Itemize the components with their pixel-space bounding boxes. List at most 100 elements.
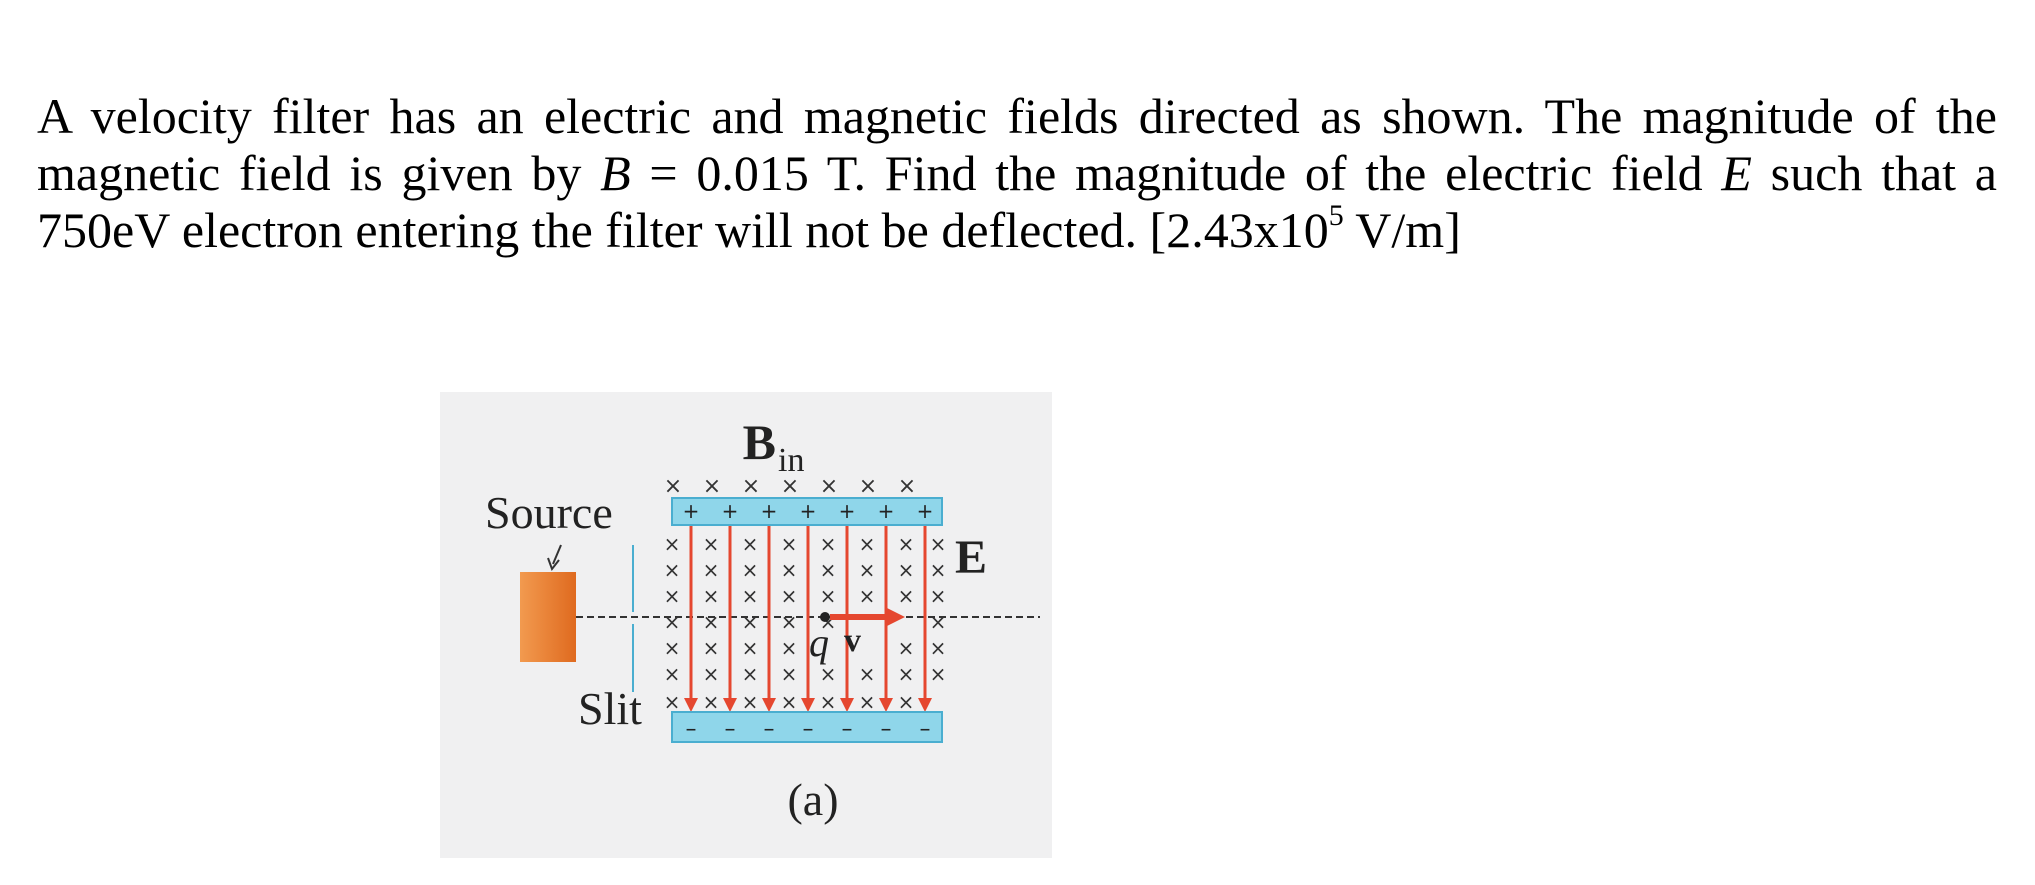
exponent: 5: [1328, 199, 1344, 232]
field-cross: ×: [781, 532, 798, 556]
top-cross: ×: [859, 474, 877, 499]
velocity-filter-figure: B in ××××××× +++++++ Source ××××××××××××…: [440, 392, 1052, 858]
field-cross: ×: [703, 610, 720, 634]
field-line-arrowhead: [762, 698, 776, 712]
field-cross: ×: [820, 662, 837, 686]
field-cross: ×: [742, 610, 759, 634]
source-block: [520, 572, 576, 662]
problem-line-2-part-3: such that a: [1751, 145, 1998, 201]
electric-field-lines: [684, 526, 932, 712]
electric-field-label: E: [955, 531, 987, 584]
plus-sign: +: [917, 499, 934, 523]
field-cross: ×: [898, 662, 915, 686]
field-cross: ×: [664, 610, 681, 634]
problem-line-1: A velocity filter has an electric and ma…: [37, 88, 1997, 144]
field-cross: ×: [703, 662, 720, 686]
field-cross: ×: [930, 584, 947, 608]
field-line-arrowhead: [684, 698, 698, 712]
source-pointer-arrowhead: [547, 557, 560, 572]
top-cross-row: ×××××××: [664, 474, 916, 499]
field-cross: ×: [664, 636, 681, 660]
field-cross: ×: [703, 532, 720, 556]
field-cross: ×: [820, 532, 837, 556]
field-cross: ×: [898, 690, 915, 714]
field-cross: ×: [781, 636, 798, 660]
field-cross: ×: [664, 532, 681, 556]
minus-sign-row: –––––––: [686, 717, 931, 742]
charge-dot: [820, 612, 830, 622]
top-cross: ×: [781, 474, 799, 499]
figure-caption: (a): [787, 774, 838, 825]
field-cross: ×: [703, 690, 720, 714]
field-cross: ×: [820, 584, 837, 608]
field-cross: ×: [898, 532, 915, 556]
minus-sign: –: [725, 717, 736, 742]
variable-e: E: [1721, 145, 1752, 201]
top-cross: ×: [703, 474, 721, 499]
field-cross: ×: [742, 662, 759, 686]
field-cross: ×: [781, 584, 798, 608]
field-cross: ×: [820, 558, 837, 582]
field-cross: ×: [742, 532, 759, 556]
field-cross: ×: [703, 584, 720, 608]
top-cross: ×: [742, 474, 760, 499]
plus-sign-row: + + + + + + +: [683, 499, 934, 523]
b-field-subscript: in: [778, 442, 804, 479]
problem-line-3-part-1: 750eV electron entering the filter will …: [37, 202, 1329, 258]
plus-sign: +: [839, 499, 856, 523]
b-field-label: B: [743, 414, 776, 470]
field-cross: ×: [781, 662, 798, 686]
minus-sign: –: [764, 717, 775, 742]
field-cross: ×: [859, 662, 876, 686]
minus-sign: –: [803, 717, 814, 742]
problem-line-2: magnetic field is given by B = 0.015 T. …: [37, 145, 1997, 202]
field-cross: ×: [930, 610, 947, 634]
positive-plate: [671, 497, 943, 526]
problem-line-3: 750eV electron entering the filter will …: [37, 199, 1997, 259]
field-cross: ×: [898, 636, 915, 660]
field-cross: ×: [859, 690, 876, 714]
variable-b: B: [600, 145, 631, 201]
minus-sign: –: [920, 717, 931, 742]
field-cross: ×: [703, 558, 720, 582]
minus-sign: –: [842, 717, 853, 742]
minus-sign: –: [881, 717, 892, 742]
top-cross: ×: [898, 474, 916, 499]
field-cross: ×: [781, 690, 798, 714]
field-cross: ×: [664, 662, 681, 686]
field-cross: ×: [742, 558, 759, 582]
plus-sign: +: [683, 499, 700, 523]
charge-label: q: [809, 620, 829, 665]
plus-sign: +: [761, 499, 778, 523]
field-cross: ×: [781, 610, 798, 634]
field-cross: ×: [664, 558, 681, 582]
velocity-filter-diagram: B in ××××××× +++++++ Source ××××××××××××…: [440, 392, 1052, 858]
plus-sign: +: [878, 499, 895, 523]
field-cross: ×: [742, 690, 759, 714]
field-cross: ×: [742, 584, 759, 608]
magnetic-field-crosses: ××××××××××××××××××××××××××××××××××××××××…: [664, 532, 947, 714]
problem-line-2-part-2: = 0.015 T. Find the magnitude of the ele…: [630, 145, 1722, 201]
field-line-arrowhead: [723, 698, 737, 712]
field-cross: ×: [664, 690, 681, 714]
source-pointer-line: [552, 544, 562, 565]
negative-plate: [671, 711, 943, 743]
top-cross: ×: [664, 474, 682, 499]
field-cross: ×: [664, 584, 681, 608]
field-cross: ×: [820, 690, 837, 714]
plus-sign: +: [800, 499, 817, 523]
field-line-arrowhead: [879, 698, 893, 712]
problem-line-2-part-1: magnetic field is given by: [37, 145, 601, 201]
field-line-arrowhead: [801, 698, 815, 712]
field-line-arrowhead: [918, 698, 932, 712]
field-cross: ×: [930, 532, 947, 556]
field-cross: ×: [859, 558, 876, 582]
field-cross: ×: [742, 636, 759, 660]
field-cross: ×: [898, 558, 915, 582]
field-cross: ×: [930, 662, 947, 686]
field-cross: ×: [703, 636, 720, 660]
field-cross: ×: [930, 558, 947, 582]
plus-sign: +: [722, 499, 739, 523]
field-cross: ×: [781, 558, 798, 582]
minus-sign: –: [686, 717, 697, 742]
